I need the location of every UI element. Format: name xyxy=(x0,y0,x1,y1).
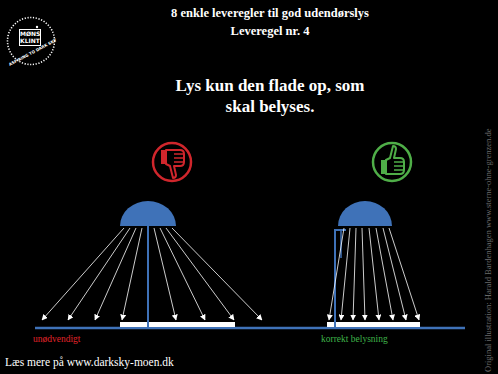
light-ray xyxy=(362,228,365,320)
bad-caption: unødvendigt xyxy=(33,334,153,345)
logo-name: MØNS KLINT xyxy=(19,29,41,46)
icon-ring xyxy=(373,143,411,181)
bad-lamp xyxy=(42,201,262,328)
light-ray xyxy=(383,228,406,320)
lit-surface xyxy=(120,322,235,327)
light-ray xyxy=(376,228,393,320)
lamp-pole xyxy=(147,226,149,328)
light-rays xyxy=(42,228,262,320)
light-ray xyxy=(369,228,379,320)
finger-line xyxy=(174,161,184,163)
finger-line xyxy=(174,153,184,155)
finger-line xyxy=(394,169,404,171)
rule-text: Lys kun den flade op, som skal belyses. xyxy=(175,75,365,117)
lamp-arm xyxy=(334,229,346,231)
light-ray xyxy=(122,228,142,320)
light-ray xyxy=(353,228,356,320)
light-ray xyxy=(329,228,344,320)
ground-line xyxy=(35,327,465,330)
light-ray xyxy=(389,228,419,320)
lit-surface xyxy=(327,322,420,327)
good-lamp xyxy=(329,201,419,328)
light-rays xyxy=(329,228,419,320)
light-ray xyxy=(154,228,176,320)
good-caption: korrekt belysning xyxy=(321,334,461,345)
badge-star xyxy=(36,26,38,28)
thumbs-down-icon xyxy=(153,143,191,181)
light-ray xyxy=(95,228,136,320)
light-ray xyxy=(160,228,205,320)
icon-ring xyxy=(153,143,191,181)
light-ray xyxy=(172,228,262,320)
light-ray xyxy=(42,228,124,320)
light-ray xyxy=(68,228,130,320)
rule-number: Leveregel nr. 4 xyxy=(170,24,370,39)
finger-line xyxy=(394,161,404,163)
lamp-dome xyxy=(338,201,392,226)
light-ray xyxy=(341,228,350,320)
finger-line xyxy=(174,157,184,159)
logo-badge: MØNS KLINTASPIRING TO DARK SKY xyxy=(6,16,56,66)
website-link: Læs mere på www.darksky-moen.dk xyxy=(5,355,305,369)
lamp-dome xyxy=(120,201,176,226)
light-ray xyxy=(166,228,234,320)
credit-note: Original illustration: Harald Bardenhage… xyxy=(483,10,494,372)
poster-title: 8 enkle leveregler til god udendørslys xyxy=(120,6,420,21)
thumb-hand xyxy=(166,150,184,178)
thumbs-up-icon xyxy=(373,143,411,181)
thumb-hand xyxy=(386,146,404,174)
finger-line xyxy=(394,165,404,167)
